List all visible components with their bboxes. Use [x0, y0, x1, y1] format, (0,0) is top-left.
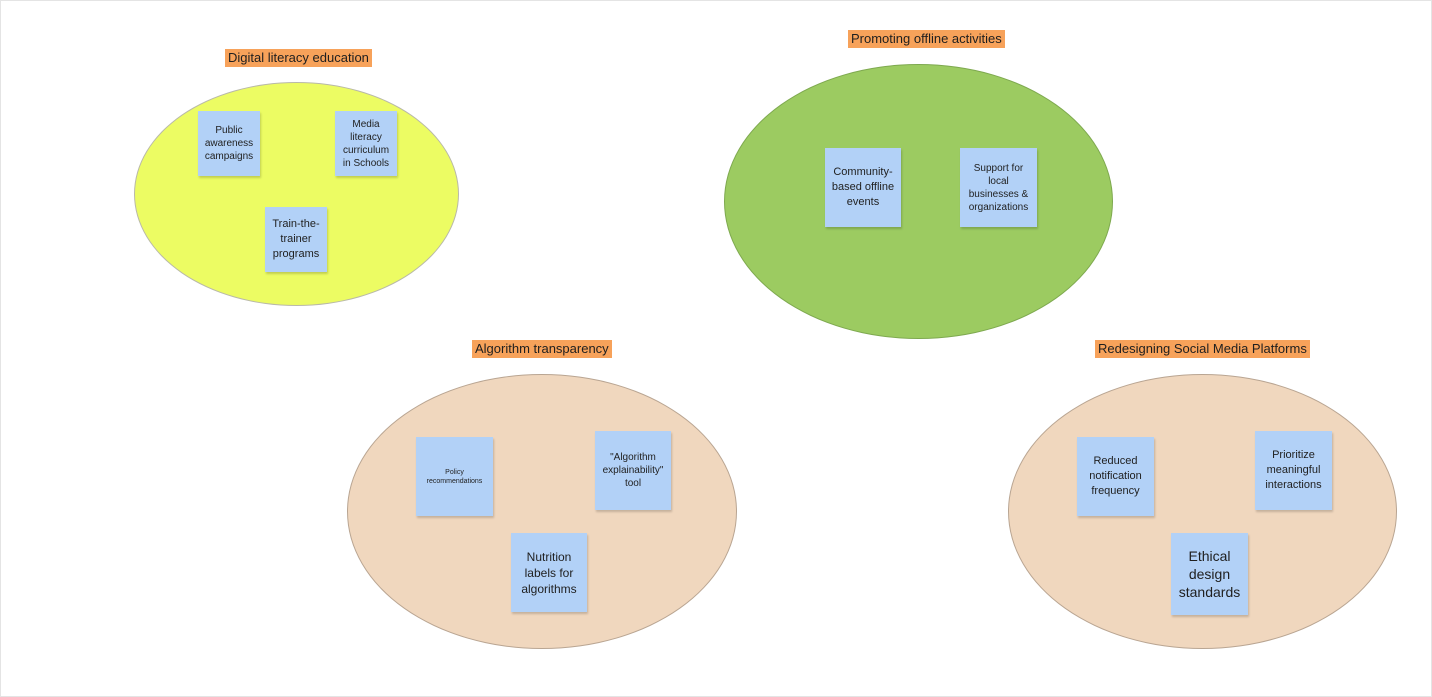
sticky-note[interactable]: "Algorithm explainability" tool — [595, 431, 671, 510]
sticky-note-text: Media literacy curriculum in Schools — [342, 118, 390, 169]
sticky-note-text: Support for local businesses & organizat… — [968, 162, 1029, 213]
sticky-note[interactable]: Policy recommendations — [416, 437, 493, 516]
cluster-title-offline-activities[interactable]: Promoting offline activities — [848, 30, 1005, 48]
sticky-note-text: Reduced notification frequency — [1089, 455, 1142, 497]
sticky-note[interactable]: Train-the-trainer programs — [265, 207, 327, 272]
cluster-title-algorithm-transparency[interactable]: Algorithm transparency — [472, 340, 612, 358]
sticky-note-text: Policy recommendations — [426, 468, 483, 485]
cluster-title-digital-literacy[interactable]: Digital literacy education — [225, 49, 372, 67]
sticky-note-text: Public awareness campaigns — [204, 125, 254, 162]
cluster-ellipse-offline-activities[interactable] — [724, 64, 1113, 339]
sticky-note[interactable]: Prioritize meaningful interactions — [1255, 431, 1332, 510]
sticky-note[interactable]: Public awareness campaigns — [198, 111, 260, 176]
sticky-note-text: Ethical design standards — [1178, 548, 1241, 600]
cluster-title-redesigning-platforms[interactable]: Redesigning Social Media Platforms — [1095, 340, 1310, 358]
sticky-note-text: Community-based offline events — [831, 166, 895, 208]
sticky-note-text: Train-the-trainer programs — [272, 218, 320, 260]
sticky-note-text: Prioritize meaningful interactions — [1265, 449, 1322, 491]
sticky-note[interactable]: Support for local businesses & organizat… — [960, 148, 1037, 227]
sticky-note[interactable]: Media literacy curriculum in Schools — [335, 111, 397, 176]
sticky-note[interactable]: Nutrition labels for algorithms — [511, 533, 587, 612]
cluster-ellipse-digital-literacy[interactable] — [134, 82, 459, 306]
sticky-note-text: Nutrition labels for algorithms — [521, 549, 577, 596]
sticky-note[interactable]: Ethical design standards — [1171, 533, 1248, 615]
sticky-note[interactable]: Reduced notification frequency — [1077, 437, 1154, 516]
sticky-note-text: "Algorithm explainability" tool — [602, 452, 664, 489]
sticky-note[interactable]: Community-based offline events — [825, 148, 901, 227]
